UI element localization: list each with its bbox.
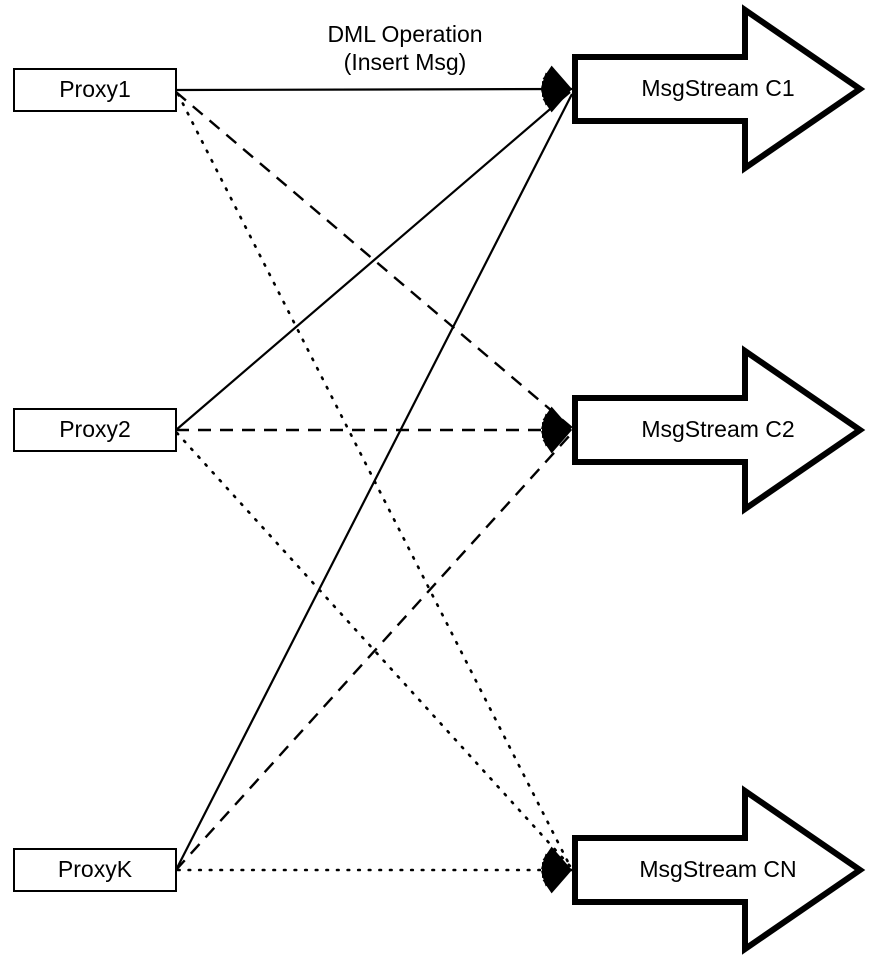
proxy-box-proxy2[interactable] — [13, 408, 177, 452]
edge-annotation-dml-operation: DML Operation (Insert Msg) — [327, 21, 482, 75]
msgstream-node-c1[interactable]: MsgStream C1 — [572, 4, 866, 174]
connector-layer — [175, 87, 574, 872]
arrowhead-msgstream-c1 — [540, 65, 572, 113]
edge-label-line-1: DML Operation — [327, 21, 482, 47]
proxy-node-group: Proxy1 Proxy2 ProxyK — [13, 68, 177, 892]
proxy-box-proxyk[interactable] — [13, 848, 177, 892]
arrowhead-msgstream-cn — [540, 846, 572, 894]
proxy-label-proxy1: Proxy1 — [59, 76, 131, 102]
proxy-node-proxy2[interactable]: Proxy2 — [13, 408, 177, 452]
connector-proxy1-to-msgstream-c1 — [175, 87, 573, 92]
connector-proxy1-to-msgstream-cn — [176, 92, 572, 868]
arrowhead-msgstream-c2 — [540, 406, 572, 454]
msgstream-group: MsgStream C1 MsgStream C2 MsgStream CN — [572, 4, 866, 955]
proxy-node-proxyk[interactable]: ProxyK — [13, 848, 177, 892]
edge-label-line-2: (Insert Msg) — [344, 49, 467, 75]
msgstream-node-c2[interactable]: MsgStream C2 — [572, 345, 866, 515]
connector-proxyk-to-msgstream-c1 — [175, 93, 573, 871]
msgstream-node-cn[interactable]: MsgStream CN — [572, 785, 866, 955]
connector-proxy2-to-msgstream-c1 — [175, 91, 571, 431]
msgstream-label-cn: MsgStream CN — [639, 856, 796, 882]
block-arrow-icon-c1[interactable] — [572, 4, 866, 174]
connector-proxyk-to-msgstream-c2 — [175, 433, 572, 871]
proxy-box-proxy1[interactable] — [13, 68, 177, 112]
msgstream-label-c2: MsgStream C2 — [641, 416, 794, 442]
proxy-label-proxy2: Proxy2 — [59, 416, 131, 442]
connector-proxy2-to-msgstream-cn — [175, 431, 572, 868]
msgstream-label-c1: MsgStream C1 — [641, 75, 794, 101]
block-arrow-icon-c2[interactable] — [572, 345, 866, 515]
block-arrow-icon-cn[interactable] — [572, 785, 866, 955]
proxy-node-proxy1[interactable]: Proxy1 — [13, 68, 177, 112]
proxy-label-proxyk: ProxyK — [58, 856, 133, 882]
arrowhead-layer — [540, 65, 572, 894]
